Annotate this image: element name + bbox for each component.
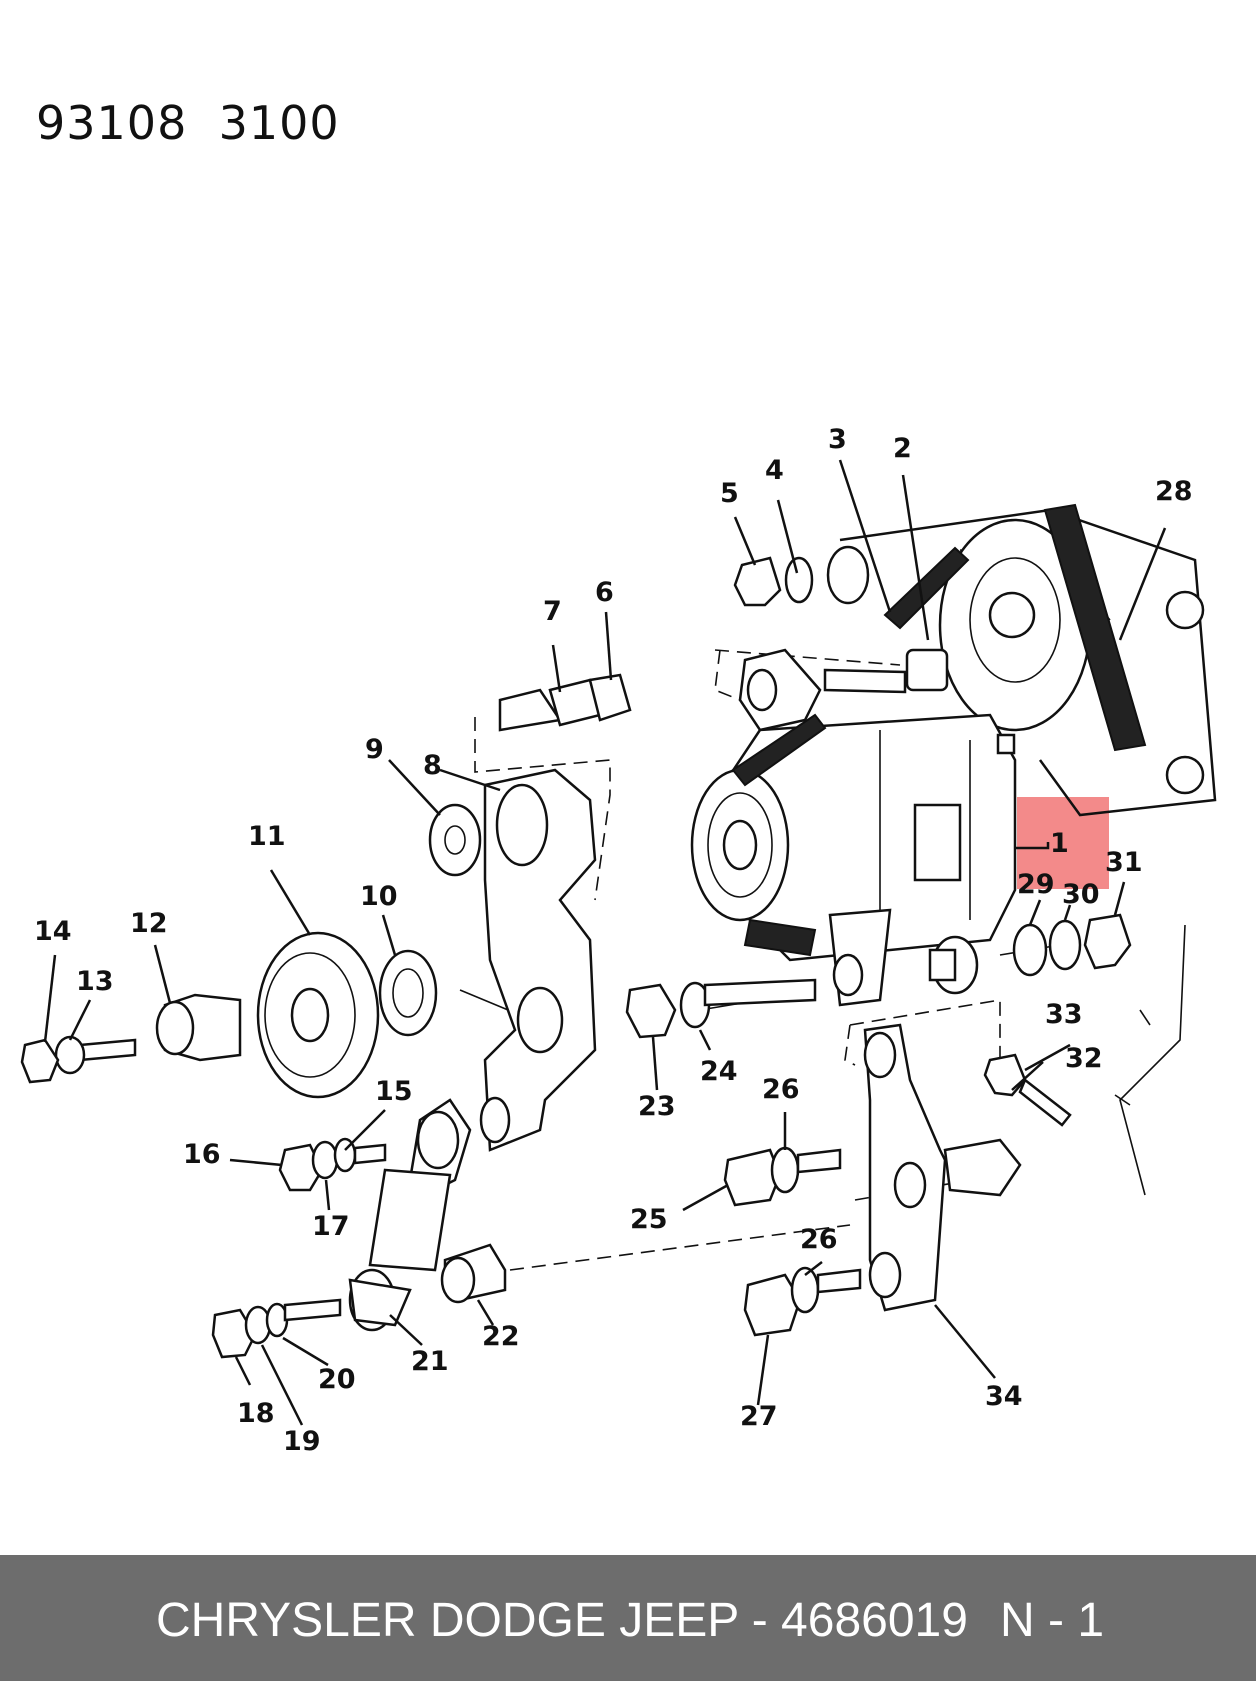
callout-30: 30 xyxy=(1062,879,1100,910)
callout-9: 9 xyxy=(365,734,384,765)
callout-19: 19 xyxy=(283,1426,321,1457)
callout-4: 4 xyxy=(765,455,784,486)
footer-page-number: N - 1 xyxy=(1000,1594,1105,1647)
callout-12: 12 xyxy=(130,908,168,939)
diagram-code: 93108 3100 xyxy=(36,96,340,150)
callout-16: 16 xyxy=(183,1139,221,1170)
callout-7: 7 xyxy=(543,596,562,627)
callout-34: 34 xyxy=(985,1381,1023,1412)
callout-6: 6 xyxy=(595,577,614,608)
callout-14: 14 xyxy=(34,916,72,947)
callout-20: 20 xyxy=(318,1364,356,1395)
callout-27: 27 xyxy=(740,1401,778,1432)
callout-15: 15 xyxy=(375,1076,413,1107)
callout-25: 25 xyxy=(630,1204,668,1235)
callout-26a: 26 xyxy=(762,1074,800,1105)
callout-26b: 26 xyxy=(800,1224,838,1255)
callout-1: 1 xyxy=(1050,828,1069,859)
callout-5: 5 xyxy=(720,478,739,509)
footer-part-title: CHRYSLER DODGE JEEP - 4686019 xyxy=(156,1594,968,1647)
exploded-parts-diagram: 1 2 3 4 5 6 7 8 9 10 11 12 13 14 15 16 1… xyxy=(20,424,1217,1457)
callout-24: 24 xyxy=(700,1056,738,1087)
callout-2: 2 xyxy=(893,433,912,464)
callout-31: 31 xyxy=(1105,847,1143,878)
callout-18: 18 xyxy=(237,1398,275,1429)
footer-bar: CHRYSLER DODGE JEEP - 4686019 N - 1 xyxy=(0,1555,1256,1681)
callout-33: 33 xyxy=(1045,999,1083,1030)
callout-28: 28 xyxy=(1155,476,1193,507)
callout-32: 32 xyxy=(1065,1043,1103,1074)
callout-17: 17 xyxy=(312,1211,350,1242)
callout-10: 10 xyxy=(360,881,398,912)
callout-13: 13 xyxy=(76,966,114,997)
callout-22: 22 xyxy=(482,1321,520,1352)
callout-29: 29 xyxy=(1017,869,1055,900)
callout-21: 21 xyxy=(411,1346,449,1377)
callout-3: 3 xyxy=(828,424,847,455)
callout-23: 23 xyxy=(638,1091,676,1122)
callout-8: 8 xyxy=(423,750,442,781)
callout-11: 11 xyxy=(248,821,286,852)
